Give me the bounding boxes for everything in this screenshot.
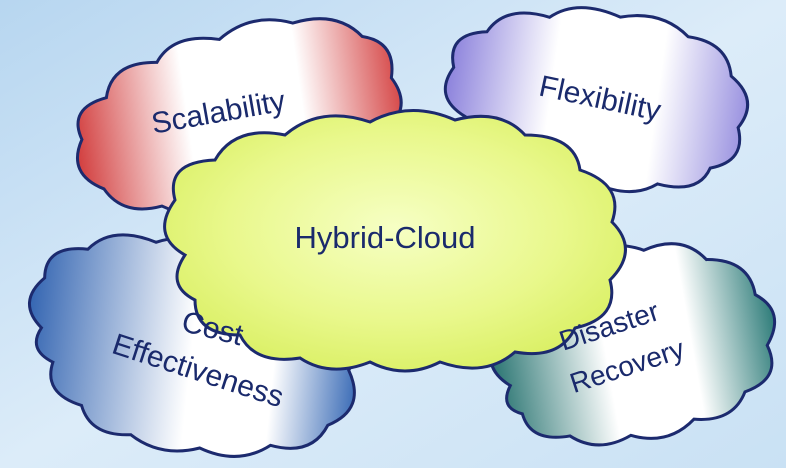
cloud-hybrid-center (163, 109, 627, 373)
label-hybrid-cloud: Hybrid-Cloud (295, 220, 476, 255)
